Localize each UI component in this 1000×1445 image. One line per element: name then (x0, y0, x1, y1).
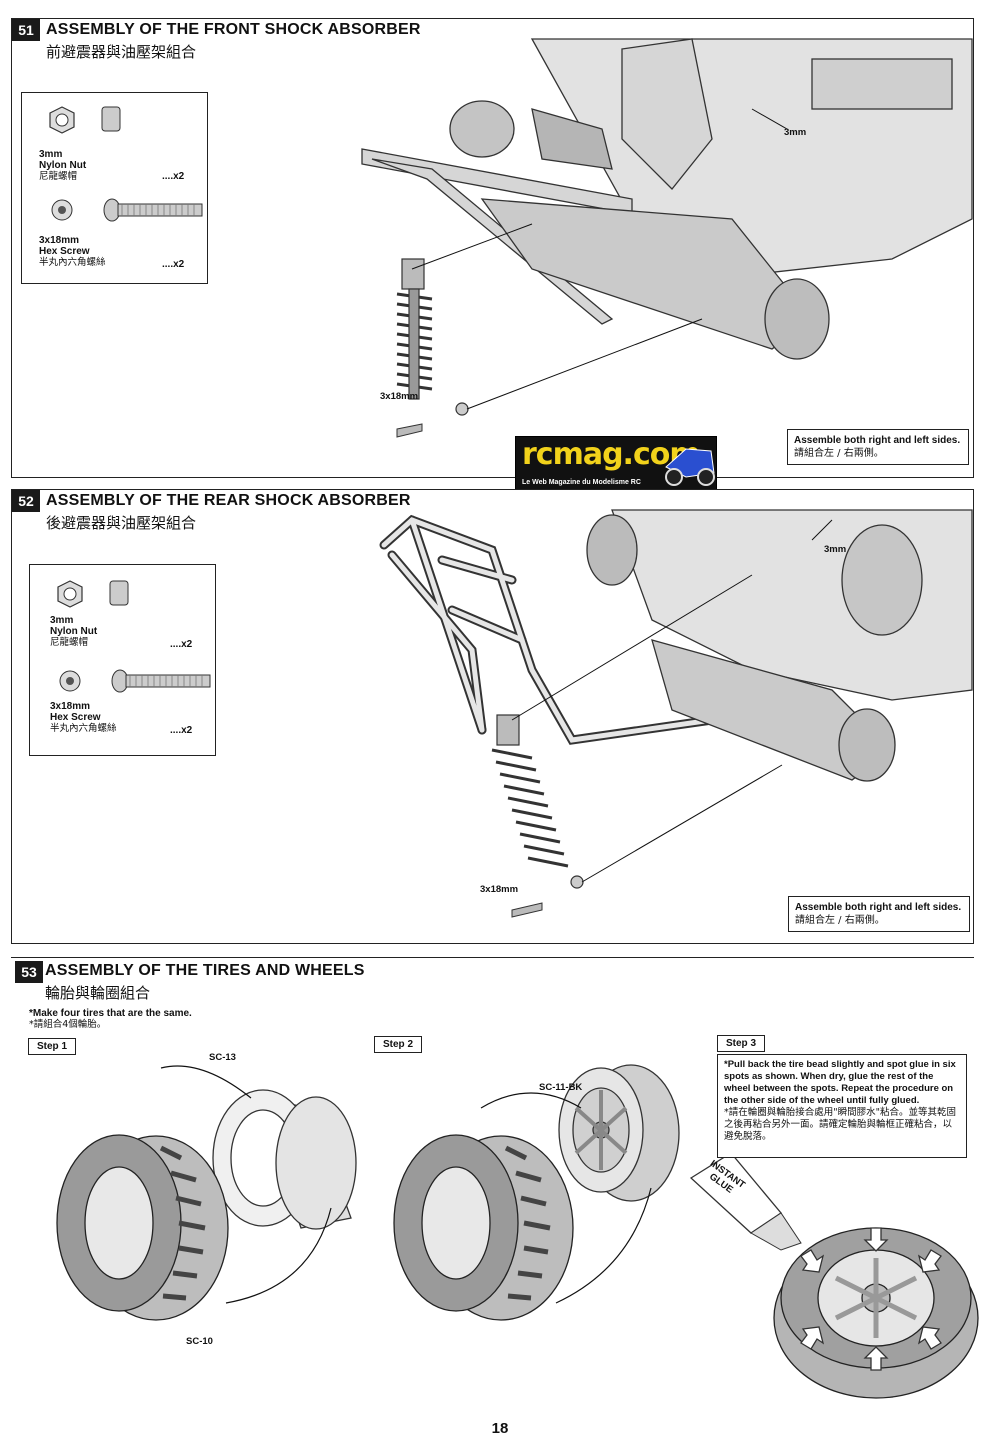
logo-tagline: Le Web Magazine du Modelisme RC (522, 479, 641, 486)
hex-screw-icon (51, 198, 203, 222)
instant-glue-bottle-icon (689, 1152, 802, 1251)
step-1-tag: Step 1 (28, 1038, 77, 1055)
step-title: ASSEMBLY OF THE FRONT SHOCK ABSORBER (46, 21, 421, 38)
nylon-nut-icon (57, 580, 129, 608)
nylon-nut-icon (49, 106, 121, 134)
part-label-screw: 3x18mm Hex Screw 半丸內六角螺絲 (39, 235, 106, 268)
step-3-instructions: *Pull back the tire bead slightly and sp… (717, 1054, 967, 1158)
callout-3x18mm: 3x18mm (380, 391, 419, 402)
step-title: ASSEMBLY OF THE REAR SHOCK ABSORBER (46, 492, 411, 509)
parts-illustration (49, 106, 203, 222)
parts-box: 3mm Nylon Nut 尼龍螺帽 ....x2 3x18mm Hex Scr… (29, 564, 216, 756)
step-subtitle: 後避震器與油壓架組合 (46, 514, 197, 532)
part-label-sc13: SC-13 (209, 1052, 236, 1063)
step-title: ASSEMBLY OF THE TIRES AND WHEELS (45, 962, 365, 979)
assembly-note: Assemble both right and left sides. 請組合左… (787, 429, 969, 465)
tire-insert (212, 1089, 357, 1230)
step-subtitle: 輪胎與輪圈組合 (45, 984, 151, 1002)
step-3-tag: Step 3 (717, 1035, 766, 1052)
part-qty-screw: ....x2 (170, 725, 193, 736)
tire-step2 (393, 1134, 574, 1321)
tires-illustration (56, 1064, 979, 1399)
part-label-sc11-bk: SC-11-BK (539, 1082, 583, 1093)
front-shock-absorber (396, 258, 469, 416)
step-52-panel: 52 ASSEMBLY OF THE REAR SHOCK ABSORBER 後… (11, 489, 974, 944)
step-number: 51 (12, 19, 40, 41)
parts-box: 3mm Nylon Nut 尼龍螺帽 ....x2 3x18mm Hex Scr… (21, 92, 208, 284)
part-label-screw: 3x18mm Hex Screw 半丸內六角螺絲 (50, 701, 117, 734)
rcmag-logo: rcmag.com Le Web Magazine du Modelisme R… (515, 436, 717, 494)
part-label-sc10: SC-10 (186, 1336, 213, 1347)
rear-shock-absorber (491, 714, 584, 889)
step-number: 52 (12, 490, 40, 512)
front-chassis-illustration (361, 38, 973, 438)
rc-car-logo-icon (665, 448, 715, 486)
step-subtitle: 前避震器與油壓架組合 (46, 43, 197, 61)
intro-note: *Make four tires that are the same. *請組合… (29, 1008, 192, 1030)
step-53-panel: 53 ASSEMBLY OF THE TIRES AND WHEELS 輪胎與輪… (11, 957, 979, 1412)
rear-chassis-illustration (379, 509, 973, 918)
callout-3x18mm: 3x18mm (480, 884, 519, 895)
assembly-note: Assemble both right and left sides. 請組合左… (788, 896, 970, 932)
part-label-nut: 3mm Nylon Nut 尼龍螺帽 (50, 615, 98, 648)
part-qty-screw: ....x2 (162, 259, 185, 270)
step-51-panel: 51 ASSEMBLY OF THE FRONT SHOCK ABSORBER … (11, 18, 974, 478)
tire-step1 (56, 1134, 229, 1321)
part-qty-nut: ....x2 (170, 639, 193, 650)
wheel-rim (558, 1064, 680, 1202)
step-2-tag: Step 2 (374, 1036, 423, 1053)
part-label-nut: 3mm Nylon Nut 尼龍螺帽 (39, 149, 87, 182)
parts-illustration (57, 580, 211, 693)
tire-step3 (773, 1227, 979, 1399)
callout-3mm: 3mm (784, 127, 807, 138)
hex-screw-icon (59, 669, 211, 693)
page-number: 18 (491, 1420, 509, 1437)
step-number: 53 (15, 961, 43, 983)
callout-3mm: 3mm (824, 544, 847, 555)
part-qty-nut: ....x2 (162, 171, 185, 182)
